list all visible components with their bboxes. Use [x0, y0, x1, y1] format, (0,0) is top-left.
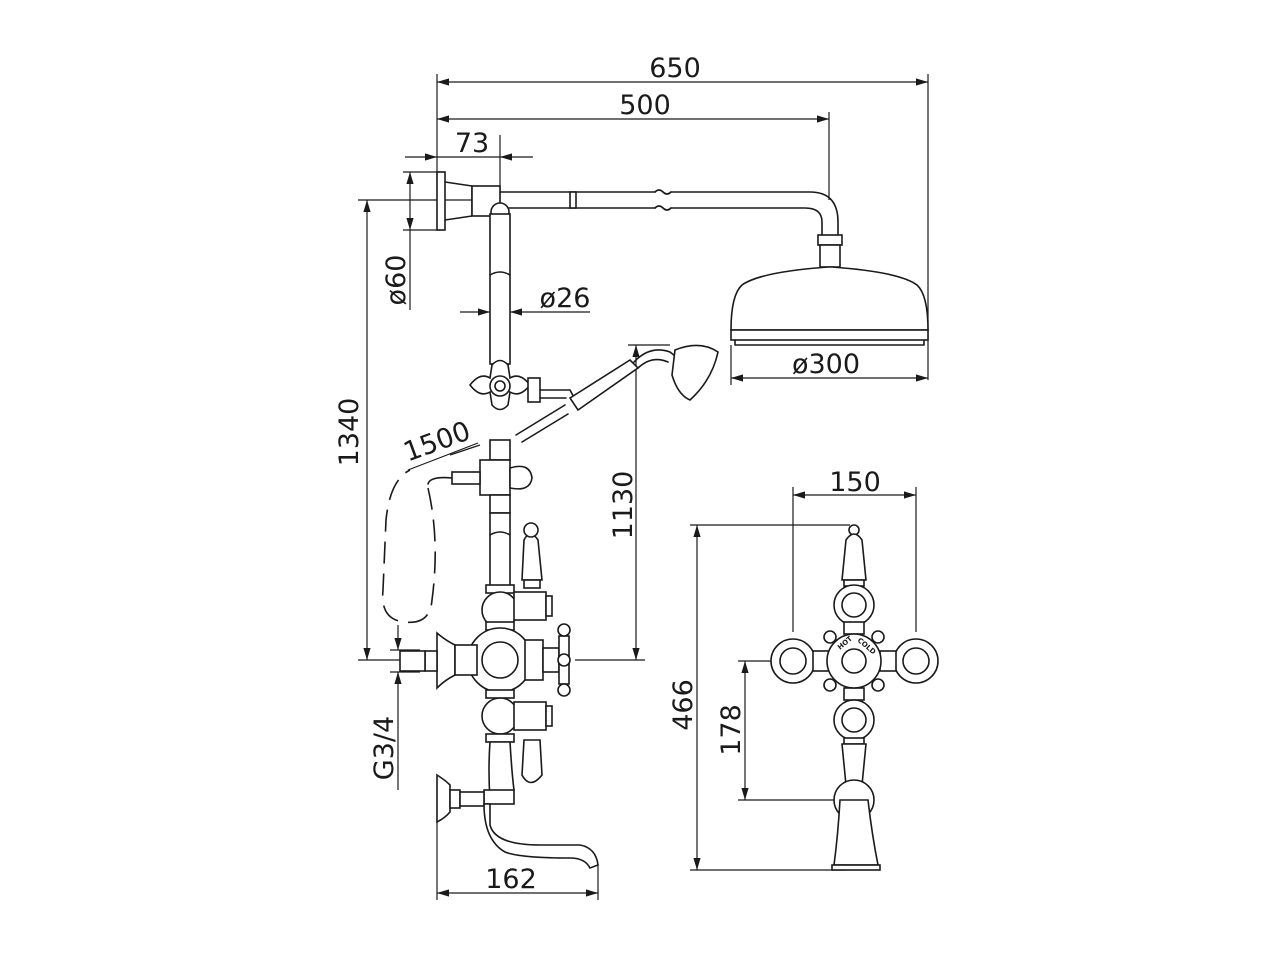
- dimension-label: 150: [829, 467, 881, 498]
- dimension-riser-diameter: ø26: [460, 283, 591, 316]
- dimension-1500: 1500: [400, 416, 481, 471]
- dimension-label: 1130: [608, 471, 639, 540]
- dimension-label: 500: [619, 90, 671, 121]
- dimension-g34: G3/4: [369, 625, 420, 790]
- dimension-label: 73: [455, 128, 489, 159]
- dimension-label: 466: [668, 679, 699, 731]
- front-view-valve: HOT COLD: [770, 524, 939, 871]
- dimension-150: 150: [792, 467, 917, 632]
- dimension-1340: 1340: [334, 199, 490, 661]
- dimension-head-diameter: ø300: [730, 345, 928, 385]
- dimension-73: 73: [405, 128, 533, 205]
- dimension-162: 162: [436, 820, 599, 900]
- dimension-650: 650: [436, 53, 929, 380]
- side-view-fixture: [381, 171, 929, 870]
- dimension-label: ø26: [540, 283, 591, 314]
- dimension-label: G3/4: [369, 716, 400, 780]
- dimension-label: 650: [649, 53, 701, 84]
- dimension-label: ø300: [792, 349, 860, 380]
- dimension-500: 500: [437, 90, 830, 200]
- dimension-1130: 1130: [575, 344, 670, 661]
- dimension-label: 1500: [400, 416, 475, 469]
- dimension-label: 162: [485, 864, 537, 895]
- dimension-flange-diameter: ø60: [381, 171, 440, 310]
- dimension-label: 178: [716, 704, 747, 756]
- dimension-label: 1340: [334, 398, 365, 467]
- dimension-466: 466: [668, 524, 850, 871]
- dimension-178: 178: [716, 660, 840, 801]
- dimension-label: ø60: [381, 255, 412, 306]
